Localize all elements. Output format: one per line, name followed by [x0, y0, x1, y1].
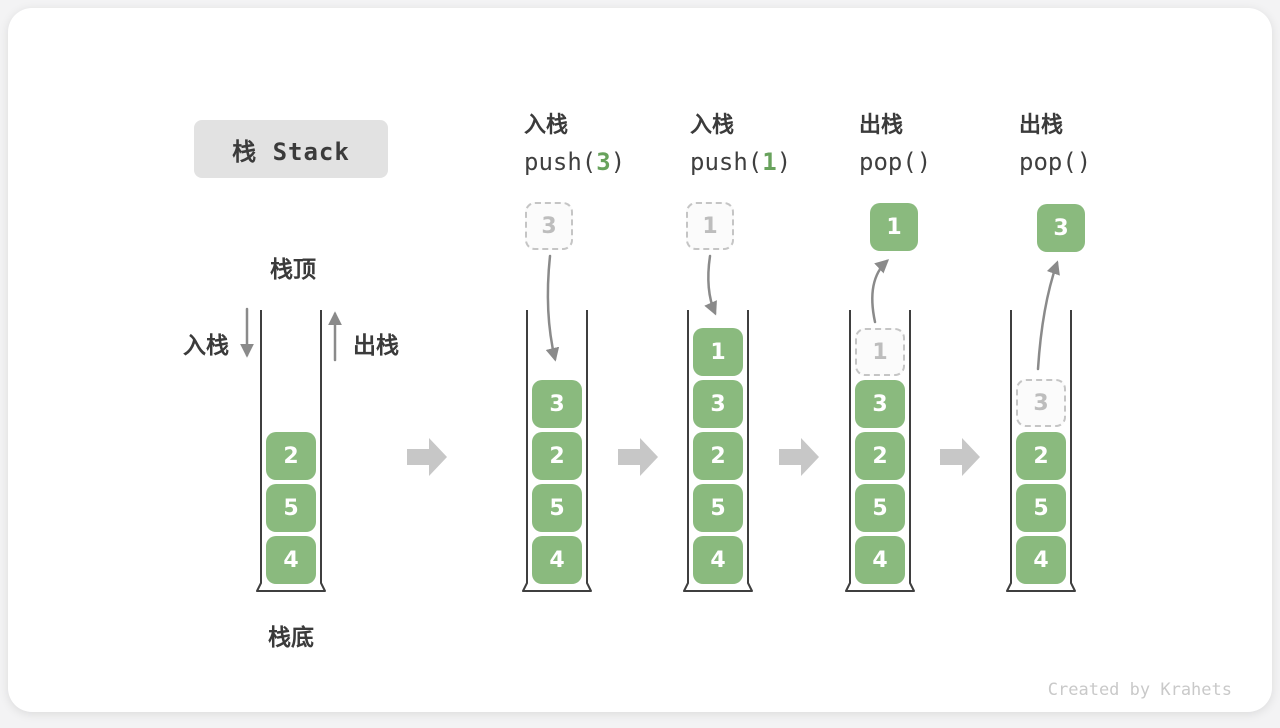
code-suffix: ): [916, 148, 932, 176]
operation-header-pop-2: 出栈 pop(): [1019, 112, 1091, 176]
stack-element: 3: [693, 380, 743, 428]
popped-element-box: 3: [1037, 204, 1085, 252]
operation-code: pop(): [1019, 148, 1091, 176]
stack-element: 3: [855, 380, 905, 428]
stack-element: 4: [693, 536, 743, 584]
stack-element-removed: 3: [1016, 379, 1066, 427]
operation-name: 出栈: [1019, 113, 1064, 138]
stack-element: 4: [266, 536, 316, 584]
code-suffix: ): [610, 148, 626, 176]
stack-element: 2: [855, 432, 905, 480]
incoming-element-box: 1: [686, 202, 734, 250]
operation-name: 出栈: [859, 113, 904, 138]
operation-code: push(3): [524, 148, 625, 176]
stack-element: 2: [1016, 432, 1066, 480]
code-prefix: pop(: [1019, 148, 1077, 176]
stack-top-label: 栈顶: [270, 257, 316, 283]
stack-element: 1: [693, 328, 743, 376]
transition-arrow-icon-2: [618, 438, 658, 476]
diagram-card: 栈 Stack 栈顶 栈底 入栈 出栈 入栈 push(3) 入栈 push(1…: [8, 8, 1272, 712]
pop3-curved-arrow-icon: [1036, 260, 1060, 371]
page-title: 栈 Stack: [232, 137, 350, 166]
code-argument: 1: [762, 148, 777, 176]
transition-arrow-icon-1: [407, 438, 447, 476]
code-prefix: pop(: [859, 148, 917, 176]
code-prefix: push(: [690, 148, 763, 176]
operation-code: push(1): [690, 148, 791, 176]
operation-code: pop(): [859, 148, 931, 176]
stack-element: 3: [532, 380, 582, 428]
transition-arrow-icon-4: [940, 438, 980, 476]
operation-name: 入栈: [690, 113, 735, 138]
code-suffix: ): [1076, 148, 1092, 176]
incoming-element-box: 3: [525, 202, 573, 250]
stack-element: 2: [266, 432, 316, 480]
operation-header-pop-1: 出栈 pop(): [859, 112, 931, 176]
stack-bottom-label: 栈底: [268, 625, 314, 651]
push3-curved-arrow-icon: [545, 254, 560, 362]
stack-element: 5: [693, 484, 743, 532]
title-box: 栈 Stack: [194, 120, 388, 178]
pop-side-label: 出栈: [353, 333, 399, 359]
code-prefix: push(: [524, 148, 597, 176]
stack-element: 2: [693, 432, 743, 480]
pop1-curved-arrow-icon: [871, 259, 890, 324]
code-argument: 3: [596, 148, 611, 176]
credit-text: Created by Krahets: [1047, 680, 1232, 700]
stack-element: 4: [855, 536, 905, 584]
stack-element: 4: [1016, 536, 1066, 584]
stack-element: 5: [532, 484, 582, 532]
stack-element-removed: 1: [855, 328, 905, 376]
operation-name: 入栈: [524, 113, 569, 138]
stack-element: 5: [266, 484, 316, 532]
operation-header-push3: 入栈 push(3): [524, 112, 625, 176]
push1-curved-arrow-icon: [704, 254, 717, 316]
stack-element: 4: [532, 536, 582, 584]
stack-element: 2: [532, 432, 582, 480]
stack-element: 5: [1016, 484, 1066, 532]
push-side-label: 入栈: [183, 333, 229, 359]
stack-element: 5: [855, 484, 905, 532]
popped-element-box: 1: [870, 203, 918, 251]
operation-header-push1: 入栈 push(1): [690, 112, 791, 176]
code-suffix: ): [776, 148, 792, 176]
transition-arrow-icon-3: [779, 438, 819, 476]
